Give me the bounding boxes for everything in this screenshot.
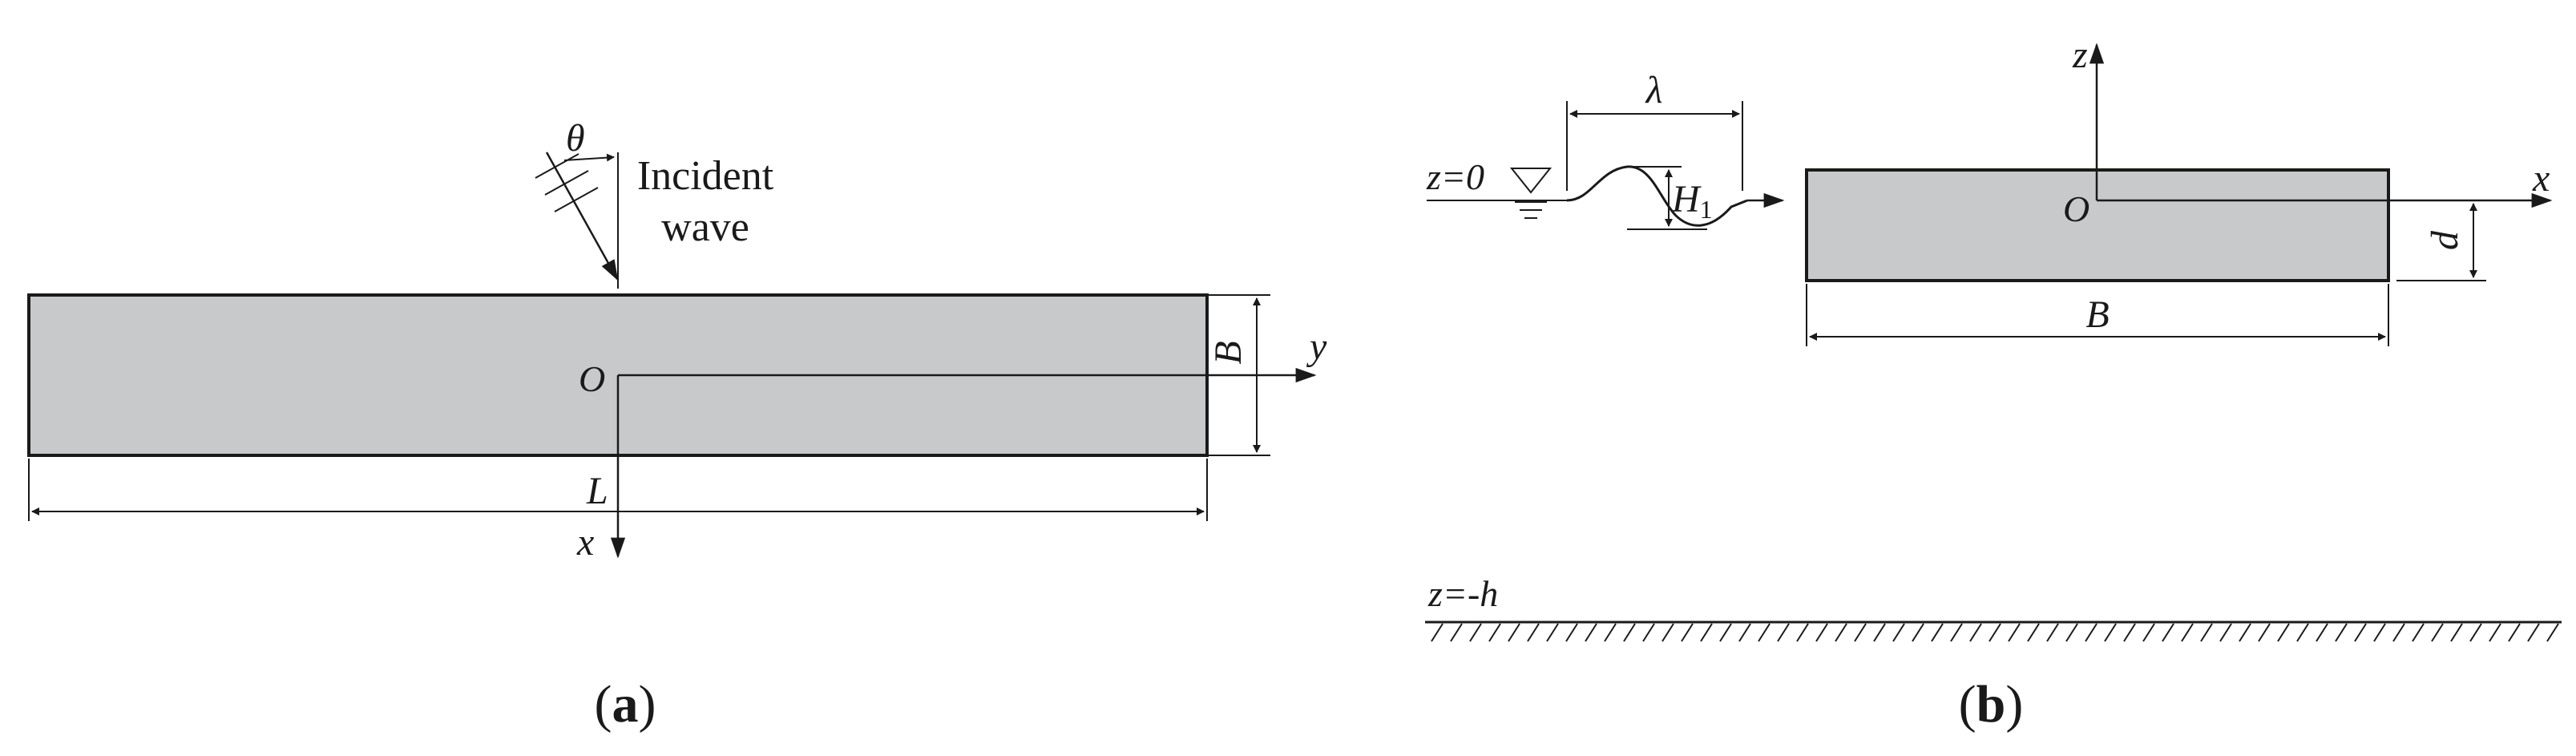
hatch-stroke [1835,623,1847,642]
hatch-stroke [2123,623,2136,642]
hatch-stroke [1969,623,1982,642]
incident-wave-label-line1: Incident [637,153,774,199]
hatch-stroke [1815,623,1828,642]
hatch-stroke [2392,623,2405,642]
caption-a: (a) [595,675,656,734]
lambda-label: λ [1645,69,1663,111]
wave-crest-tick-2 [544,170,589,196]
hatch-stroke [2277,623,2290,642]
l-dimension-label: L [586,470,608,512]
hatch-stroke [2200,623,2213,642]
hatch-stroke [1604,623,1617,642]
wave-crest-tick-3 [554,187,599,212]
hatch-stroke [2046,623,2059,642]
hatch-stroke [2296,623,2309,642]
hatch-stroke [1642,623,1655,642]
hatch-stroke [2162,623,2174,642]
hatch-stroke [2142,623,2155,642]
hatch-stroke [2219,623,2232,642]
hatch-stroke [1989,623,2001,642]
hatch-stroke [2258,623,2271,642]
hatch-stroke [1681,623,1694,642]
d-label: d [2424,230,2466,250]
origin-label-a: O [579,358,605,399]
incident-wave-arrow [545,152,619,281]
hatch-stroke [1546,623,1559,642]
hatch-stroke [1892,623,1905,642]
hatch-stroke [2239,623,2251,642]
h1-label: H1 [1671,178,1713,224]
hatch-stroke [1912,623,1924,642]
hatch-stroke [1931,623,1944,642]
seabed-label: z=-h [1427,573,1498,614]
z0-label: z=0 [1426,156,1484,197]
hatch-stroke [1758,623,1770,642]
hatch-stroke [1777,623,1790,642]
hatch-stroke [2527,623,2540,642]
hatch-stroke [1450,623,1463,642]
z-axis-label: z [2072,34,2088,76]
hatch-stroke [1700,623,1713,642]
hatch-stroke [2450,623,2463,642]
hatch-stroke [1623,623,1636,642]
hatch-stroke [1873,623,1886,642]
hatch-stroke [2354,623,2367,642]
theta-label: θ [566,117,585,160]
y-axis-label: y [1306,325,1327,368]
hatch-stroke [1796,623,1809,642]
hatch-stroke [1950,623,1963,642]
theta-angle-arrow [563,153,615,162]
hatch-stroke [1719,623,1732,642]
hatch-stroke [2412,623,2425,642]
hatch-stroke [2508,623,2521,642]
caption-b: (b) [1959,675,2024,734]
panel-a: O y x B L θ Incident wave (a) [27,117,1327,734]
hatch-stroke [2104,623,2117,642]
incident-wave-label-line2: wave [661,204,749,250]
hatch-stroke [2373,623,2386,642]
hatch-stroke [2065,623,2078,642]
hatch-stroke [1661,623,1674,642]
origin-label-b: O [2063,188,2089,229]
hatch-stroke [2546,623,2559,642]
b-dimension-label-a: B [1207,341,1250,364]
panel-b: z=0 λ H1 z x O d [1425,34,2562,734]
hatch-stroke [2008,623,2021,642]
hatch-stroke [2431,623,2444,642]
hatch-stroke [1527,623,1540,642]
hatch-stroke [2335,623,2348,642]
hatch-stroke [1488,623,1501,642]
hatch-stroke [2027,623,2040,642]
x-axis-label: x [576,521,594,564]
hatch-stroke [1738,623,1751,642]
wave-profile [1566,165,1748,227]
hatch-stroke [2085,623,2098,642]
b-dimension-label-b: B [2085,293,2109,336]
hatch-stroke [2181,623,2194,642]
hatch-stroke [1508,623,1520,642]
hatch-stroke [2469,623,2482,642]
seabed-hatching [1431,623,2559,642]
hatch-stroke [2489,623,2501,642]
hatch-stroke [1431,623,1443,642]
hatch-stroke [1565,623,1578,642]
hatch-stroke [2316,623,2328,642]
x-axis-label-b: x [2532,157,2550,200]
hatch-stroke [1585,623,1597,642]
hatch-stroke [1854,623,1867,642]
hatch-stroke [1469,623,1482,642]
wave-crest-tick-1 [535,153,579,179]
water-level-symbol [1509,168,1552,194]
